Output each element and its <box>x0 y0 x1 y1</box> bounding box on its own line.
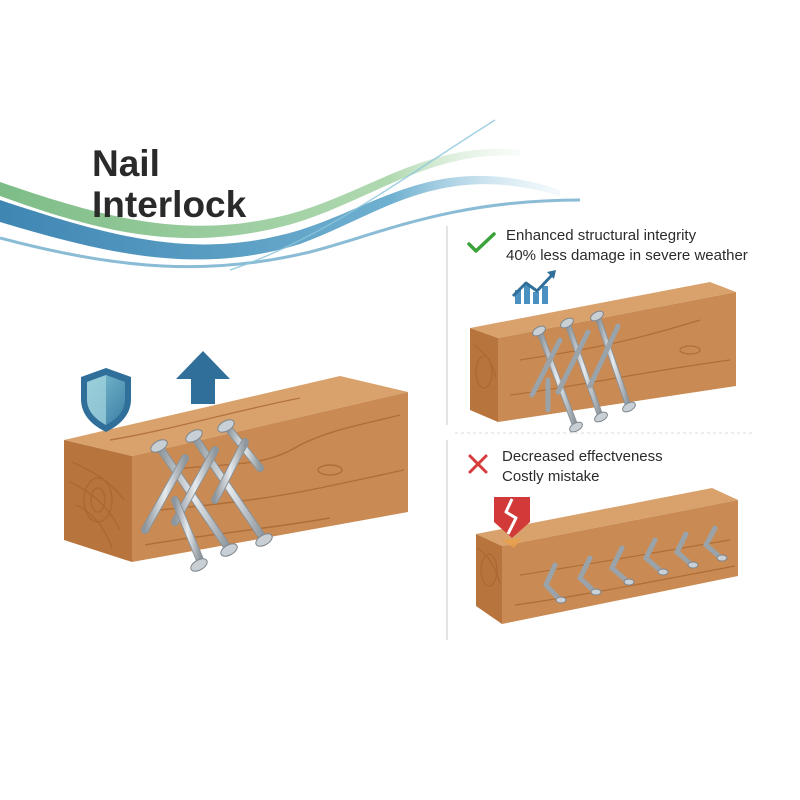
nail <box>141 454 189 534</box>
drawback-note: Decreased effectveness Costly mistake <box>502 447 663 487</box>
main-nails <box>141 419 273 572</box>
drawback-line-2: Costly mistake <box>502 468 600 485</box>
crack-icon <box>494 497 530 548</box>
title-line-1: Nail <box>92 143 160 184</box>
nail <box>673 531 699 569</box>
nail <box>642 537 669 576</box>
bad-nails <box>543 525 728 604</box>
benefit-note: Enhanced structural integrity 40% less d… <box>506 226 748 266</box>
benefit-line-2: 40% less damage in severe weather <box>506 247 748 264</box>
nail <box>702 525 728 562</box>
cross-icon <box>468 454 488 474</box>
nail <box>211 438 249 504</box>
arrow-up-icon <box>176 351 230 404</box>
decorative-wave <box>0 119 581 271</box>
nail <box>576 555 602 596</box>
nail <box>560 317 608 423</box>
shield-icon <box>81 368 131 432</box>
drawback-line-1: Decreased effectveness <box>502 448 663 465</box>
nail <box>171 496 208 572</box>
bad-wood-beam <box>476 488 738 624</box>
nail <box>532 325 583 433</box>
trend-up-icon <box>511 270 556 304</box>
benefit-line-1: Enhanced structural integrity <box>506 227 697 244</box>
good-nails <box>529 310 636 433</box>
nail <box>150 439 238 557</box>
title-line-2: Interlock <box>92 184 247 225</box>
nail <box>543 562 567 604</box>
nail <box>185 429 273 547</box>
nail <box>608 545 635 586</box>
nail <box>590 310 636 413</box>
good-wood-beam <box>470 282 736 422</box>
check-icon <box>467 232 496 253</box>
page-title: Nail Interlock <box>92 143 246 225</box>
